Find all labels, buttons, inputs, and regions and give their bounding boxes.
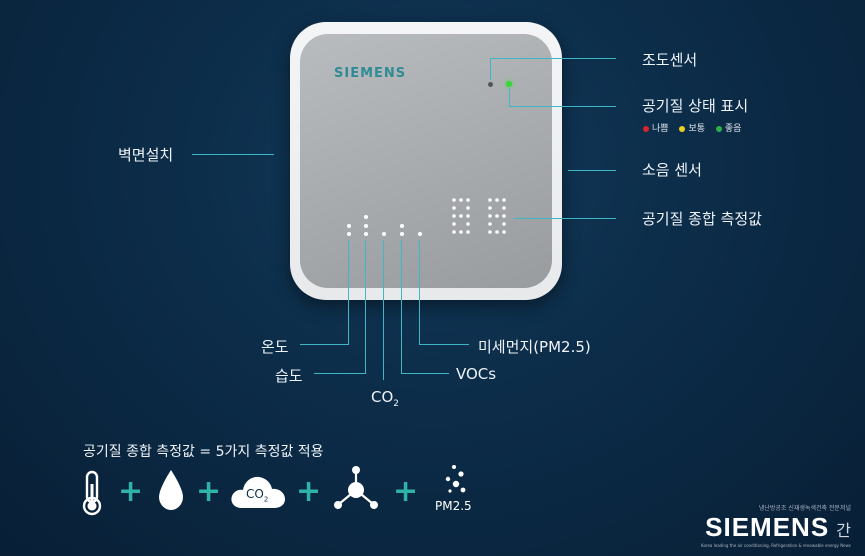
noise-sensor-label: 소음 센서 (642, 161, 702, 179)
vocs-label: VOCs (456, 365, 497, 383)
co2-line (383, 240, 384, 380)
status-line-h (509, 106, 616, 107)
total-value-line (514, 218, 616, 219)
thermometer-icon (82, 470, 102, 516)
status-display-label: 공기질 상태 표시 (642, 97, 749, 115)
legend-normal: 보통 (679, 124, 705, 134)
particles-icon: PM2.5 (432, 462, 482, 516)
device-face (300, 34, 552, 288)
co2-cloud-icon: CO2 (228, 470, 288, 512)
co2-cloud-text: CO2 (246, 487, 269, 504)
co2-label: CO2 (371, 388, 400, 409)
watermark-tagline: 냉난방공조 신재생녹색건축 전문저널 (758, 505, 851, 512)
watermark-subtitle: Korea leading the air conditioning, Refr… (701, 543, 851, 548)
pm25-line-v (419, 240, 420, 344)
humidity-line-h (314, 373, 366, 374)
watermark-side: 간 (836, 521, 851, 540)
humidity-line-v (365, 240, 366, 373)
humidity-label: 습도 (275, 367, 303, 385)
temperature-line-h (300, 344, 349, 345)
status-line-v (509, 88, 510, 107)
plus-sign: + (118, 474, 144, 509)
light-sensor-dot (488, 82, 493, 87)
pm25-line-h (419, 344, 469, 345)
light-sensor-line-v (490, 58, 491, 80)
device-brand-logo: SIEMENS (334, 66, 407, 81)
formula-title: 공기질 종합 측정값 = 5가지 측정값 적용 (83, 444, 324, 460)
legend-good: 좋음 (715, 124, 741, 134)
molecule-icon (334, 466, 378, 509)
total-value-label: 공기질 종합 측정값 (642, 210, 762, 228)
plus-sign: + (296, 474, 322, 509)
temperature-line-v (348, 240, 349, 344)
status-led (506, 81, 512, 87)
vocs-line-v (401, 240, 402, 373)
noise-line (568, 170, 616, 171)
pm-label: PM2.5 (435, 499, 472, 513)
pm25-label: 미세먼지(PM2.5) (478, 338, 591, 356)
watermark-brand: SIEMENS (705, 512, 830, 542)
light-sensor-label: 조도센서 (642, 51, 698, 69)
plus-sign: + (393, 474, 419, 509)
plus-sign: + (196, 474, 222, 509)
light-sensor-line-h (490, 58, 616, 59)
vocs-line-h (401, 373, 449, 374)
watermark: 냉난방공조 신재생녹색건축 전문저널 SIEMENS 간 Korea leadi… (701, 503, 851, 548)
wall-mount-line (192, 154, 274, 155)
legend-bad: 나쁨 (643, 124, 669, 134)
temperature-label: 온도 (261, 338, 289, 356)
status-legend: 나쁨 보통 좋음 (643, 121, 741, 134)
watermark-logo: SIEMENS 간 (701, 512, 851, 543)
wall-mount-label: 벽면설치 (118, 146, 174, 164)
water-drop-icon (159, 470, 183, 510)
